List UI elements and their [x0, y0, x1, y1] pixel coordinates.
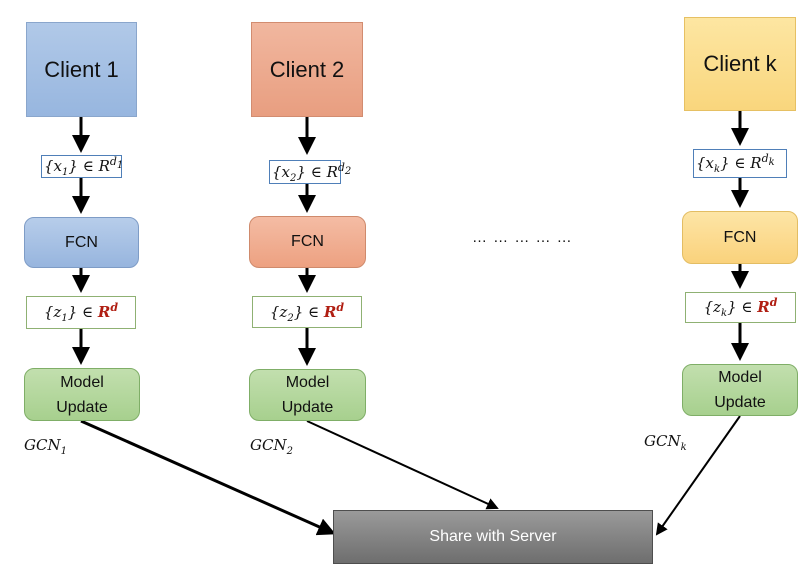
model-update-2-box: Model Update [249, 369, 366, 421]
arrow-model1-to-server [80, 419, 336, 536]
more-clients-ellipsis: … … … … … [472, 229, 573, 246]
client-1-label: Client 1 [44, 56, 119, 82]
arrow-model2-to-server [306, 420, 499, 510]
model-update-1-line1: Model [60, 373, 104, 391]
client-1-input-set: {x1} ∈ Rd1 [41, 155, 124, 178]
fcn-k-label: FCN [723, 228, 757, 246]
client-1-box: Client 1 [26, 22, 137, 117]
model-update-1-line2: Update [56, 398, 108, 416]
z1-math: {z1} ∈ Rd [43, 301, 119, 324]
client-k-box: Client k [684, 17, 796, 111]
zk-math: {zk} ∈ Rd [703, 296, 778, 319]
z2-math: {z2} ∈ Rd [269, 300, 345, 324]
model-update-k-box: Model Update [682, 364, 798, 416]
model-update-1-box: Model Update [24, 368, 140, 421]
fcn-k-box: FCN [682, 211, 798, 264]
fcn-1-label: FCN [65, 233, 98, 251]
share-with-server-box: Share with Server [333, 510, 653, 564]
client-k-label: Client k [703, 51, 777, 76]
client-2-box: Client 2 [251, 22, 363, 117]
fcn-2-box: FCN [249, 216, 366, 268]
client-2-input-set: {x2} ∈ Rd2 [269, 160, 351, 184]
model-update-k-line2: Update [714, 394, 766, 411]
fcn-2-label: FCN [291, 233, 324, 250]
model-update-k-line1: Model [718, 369, 762, 386]
client-2-label: Client 2 [269, 56, 345, 82]
client-2-embedding-set: {z2} ∈ Rd [252, 296, 362, 328]
client-k-input-set: {xk} ∈ Rdk [693, 149, 787, 178]
fcn-1-box: FCN [24, 217, 139, 268]
gcn-1-label: GCN1 [24, 436, 67, 457]
gcn-k-label: GCNk [644, 432, 687, 453]
gcn-2-label: GCN2 [250, 436, 293, 457]
model-update-2-line1: Model [285, 374, 330, 391]
xk-math: {xk} ∈ Rdk [696, 152, 775, 175]
model-update-2-line2: Update [281, 399, 334, 416]
client-k-embedding-set: {zk} ∈ Rd [685, 292, 796, 323]
server-label: Share with Server [429, 528, 557, 545]
x2-math: {x2} ∈ Rd2 [272, 160, 352, 184]
client-1-embedding-set: {z1} ∈ Rd [26, 296, 136, 329]
x1-math: {x1} ∈ Rd1 [44, 155, 124, 178]
